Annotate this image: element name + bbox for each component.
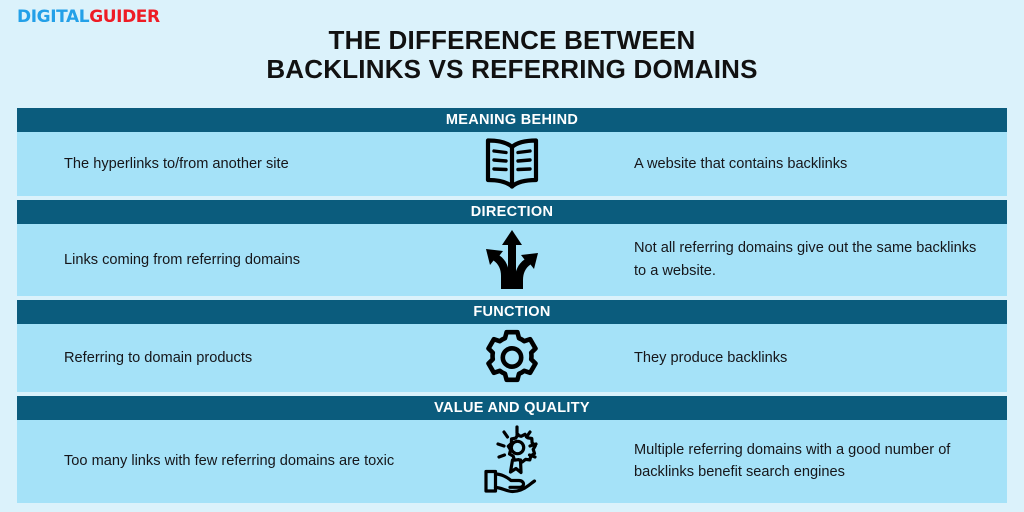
table-row: The hyperlinks to/from another site A we… xyxy=(17,132,1007,196)
page-title-line-2: BACKLINKS VS REFERRING DOMAINS xyxy=(266,54,758,85)
section-heading-meaning-behind: MEANING BEHIND xyxy=(17,108,1007,132)
section-heading-direction: DIRECTION xyxy=(17,199,1007,224)
cell-left-backlinks: Referring to domain products xyxy=(64,349,253,366)
gear-icon xyxy=(407,329,617,387)
table-row: Links coming from referring domains Not … xyxy=(17,223,1007,296)
logo-text-digital: DIGITAL xyxy=(17,7,90,27)
hand-holding-award-icon xyxy=(407,425,617,497)
three-way-arrow-icon xyxy=(407,229,617,291)
table-row: Referring to domain products They produc… xyxy=(17,323,1007,392)
section-heading-function: FUNCTION xyxy=(17,299,1007,324)
cell-left-backlinks: Too many links with few referring domain… xyxy=(64,453,395,470)
cell-right-referring-domains: Not all referring domains give out the s… xyxy=(634,240,977,279)
section-heading-value-and-quality: VALUE AND QUALITY xyxy=(17,395,1007,420)
row-divider xyxy=(17,195,1007,200)
row-divider xyxy=(17,391,1007,396)
brand-logo: DIGITALGUIDER xyxy=(17,9,160,26)
cell-right-referring-domains: Multiple referring domains with a good n… xyxy=(634,441,951,481)
page-title-line-1: THE DIFFERENCE BETWEEN xyxy=(328,25,696,55)
row-divider xyxy=(17,295,1007,300)
open-book-icon xyxy=(407,137,617,191)
cell-left-backlinks: Links coming from referring domains xyxy=(64,251,301,268)
table-row: Too many links with few referring domain… xyxy=(17,419,1007,503)
logo-text-guider: GUIDER xyxy=(89,7,160,27)
cell-right-referring-domains: A website that contains backlinks xyxy=(634,155,848,172)
cell-left-backlinks: The hyperlinks to/from another site xyxy=(64,155,289,172)
cell-right-referring-domains: They produce backlinks xyxy=(634,349,788,366)
page-title: THE DIFFERENCE BETWEEN BACKLINKS VS REFE… xyxy=(0,25,1024,85)
comparison-table: MEANING BEHIND The hyperlinks to/from an… xyxy=(17,108,1007,503)
